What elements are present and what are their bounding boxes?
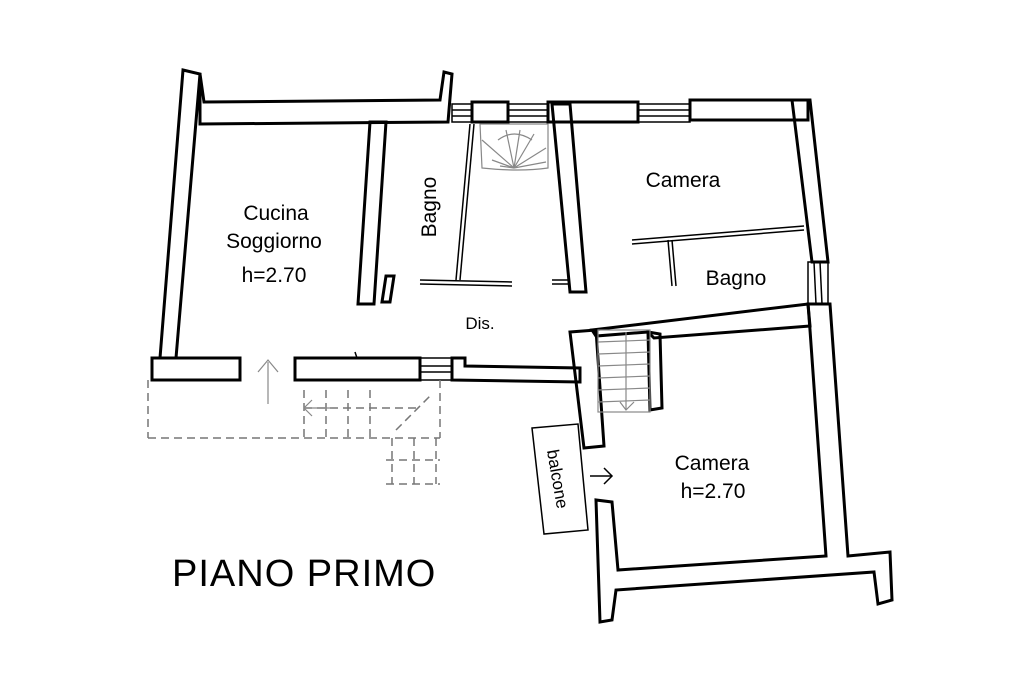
label-disimpegno: Dis. [465, 314, 494, 333]
label-camera-bottom: Camera [675, 452, 750, 475]
spiral-stair [479, 123, 549, 171]
label-cucina-height: h=2.70 [242, 264, 307, 287]
label-soggiorno: Soggiorno [226, 230, 322, 253]
balcony [531, 423, 614, 535]
label-camera-top: Camera [646, 169, 721, 192]
outer-walls [150, 68, 894, 624]
label-balcone: balcone [543, 448, 572, 510]
label-bagno-left: Bagno [418, 177, 441, 238]
label-camera-bottom-height: h=2.70 [681, 480, 746, 503]
windows [419, 103, 829, 381]
interior-walls [354, 102, 805, 359]
exterior-stair-dashed [147, 359, 441, 485]
label-cucina: Cucina [243, 202, 309, 225]
label-bagno-right: Bagno [706, 267, 767, 290]
plan-title: PIANO PRIMO [172, 553, 436, 595]
room-labels: Cucina Soggiorno h=2.70 Bagno Dis. Camer… [226, 169, 766, 510]
straight-stair [597, 329, 651, 413]
